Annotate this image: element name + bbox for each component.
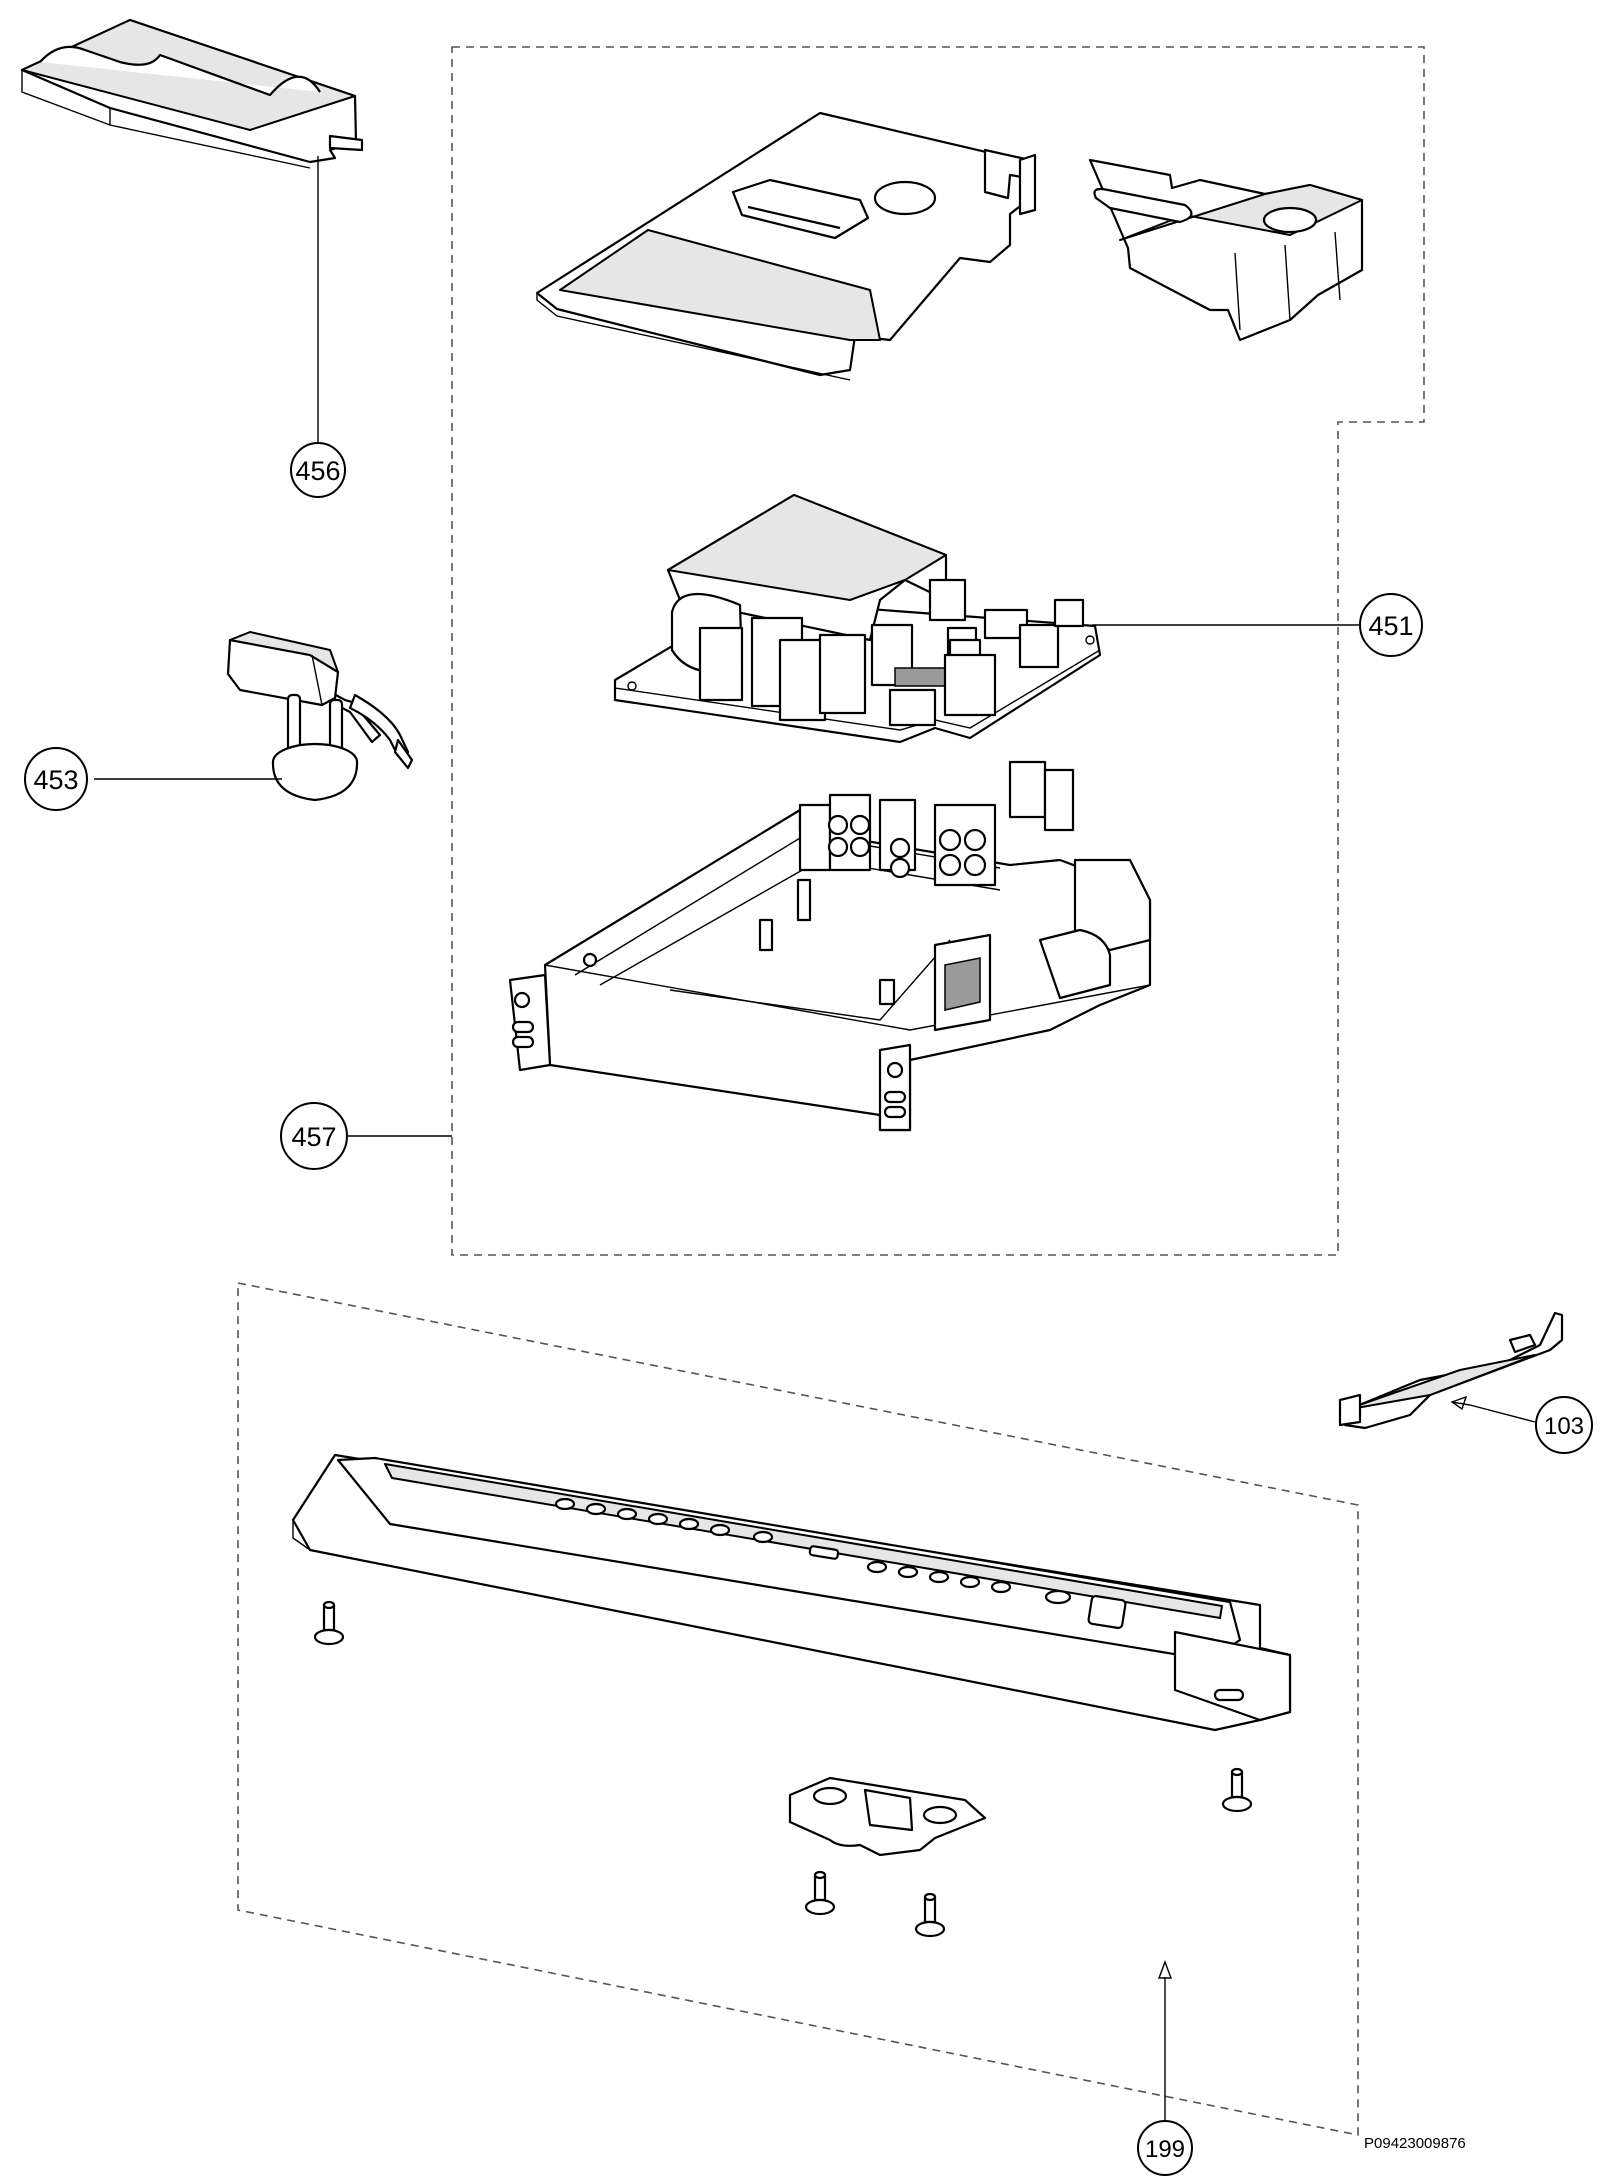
callout-103-label: 103 [1544, 1413, 1584, 1440]
group-boundary-457 [451, 46, 1425, 1256]
screw-3 [804, 1870, 836, 1916]
callout-199-label: 199 [1145, 2136, 1185, 2163]
part-457-housing [508, 760, 1152, 1132]
callout-457: 457 [280, 1102, 348, 1170]
callout-453-label: 453 [33, 765, 78, 795]
part-451-pcb [613, 493, 1102, 744]
document-number: P09423009876 [1364, 2135, 1466, 2152]
part-199-bracket [788, 1776, 987, 1857]
callout-457-label: 457 [291, 1122, 336, 1152]
part-103-clip [1338, 1311, 1564, 1430]
callout-199: 199 [1137, 2120, 1193, 2176]
group-boundary-199 [237, 1282, 1359, 2136]
part-453-plug [226, 631, 414, 802]
callout-456-label: 456 [295, 456, 340, 486]
callout-453: 453 [24, 747, 88, 811]
part-456-cover [20, 18, 364, 169]
screw-4 [914, 1892, 946, 1938]
screw-1 [313, 1600, 345, 1646]
callout-103: 103 [1535, 1396, 1593, 1454]
part-457-top-cover [535, 111, 1037, 381]
callout-451: 451 [1359, 593, 1423, 657]
callout-451-label: 451 [1368, 611, 1413, 641]
part-199-control-panel [291, 1453, 1292, 1732]
screw-2 [1221, 1767, 1253, 1813]
callout-456: 456 [290, 442, 346, 498]
leader-lines [94, 156, 1536, 2122]
part-457-side-cover [1088, 158, 1364, 342]
